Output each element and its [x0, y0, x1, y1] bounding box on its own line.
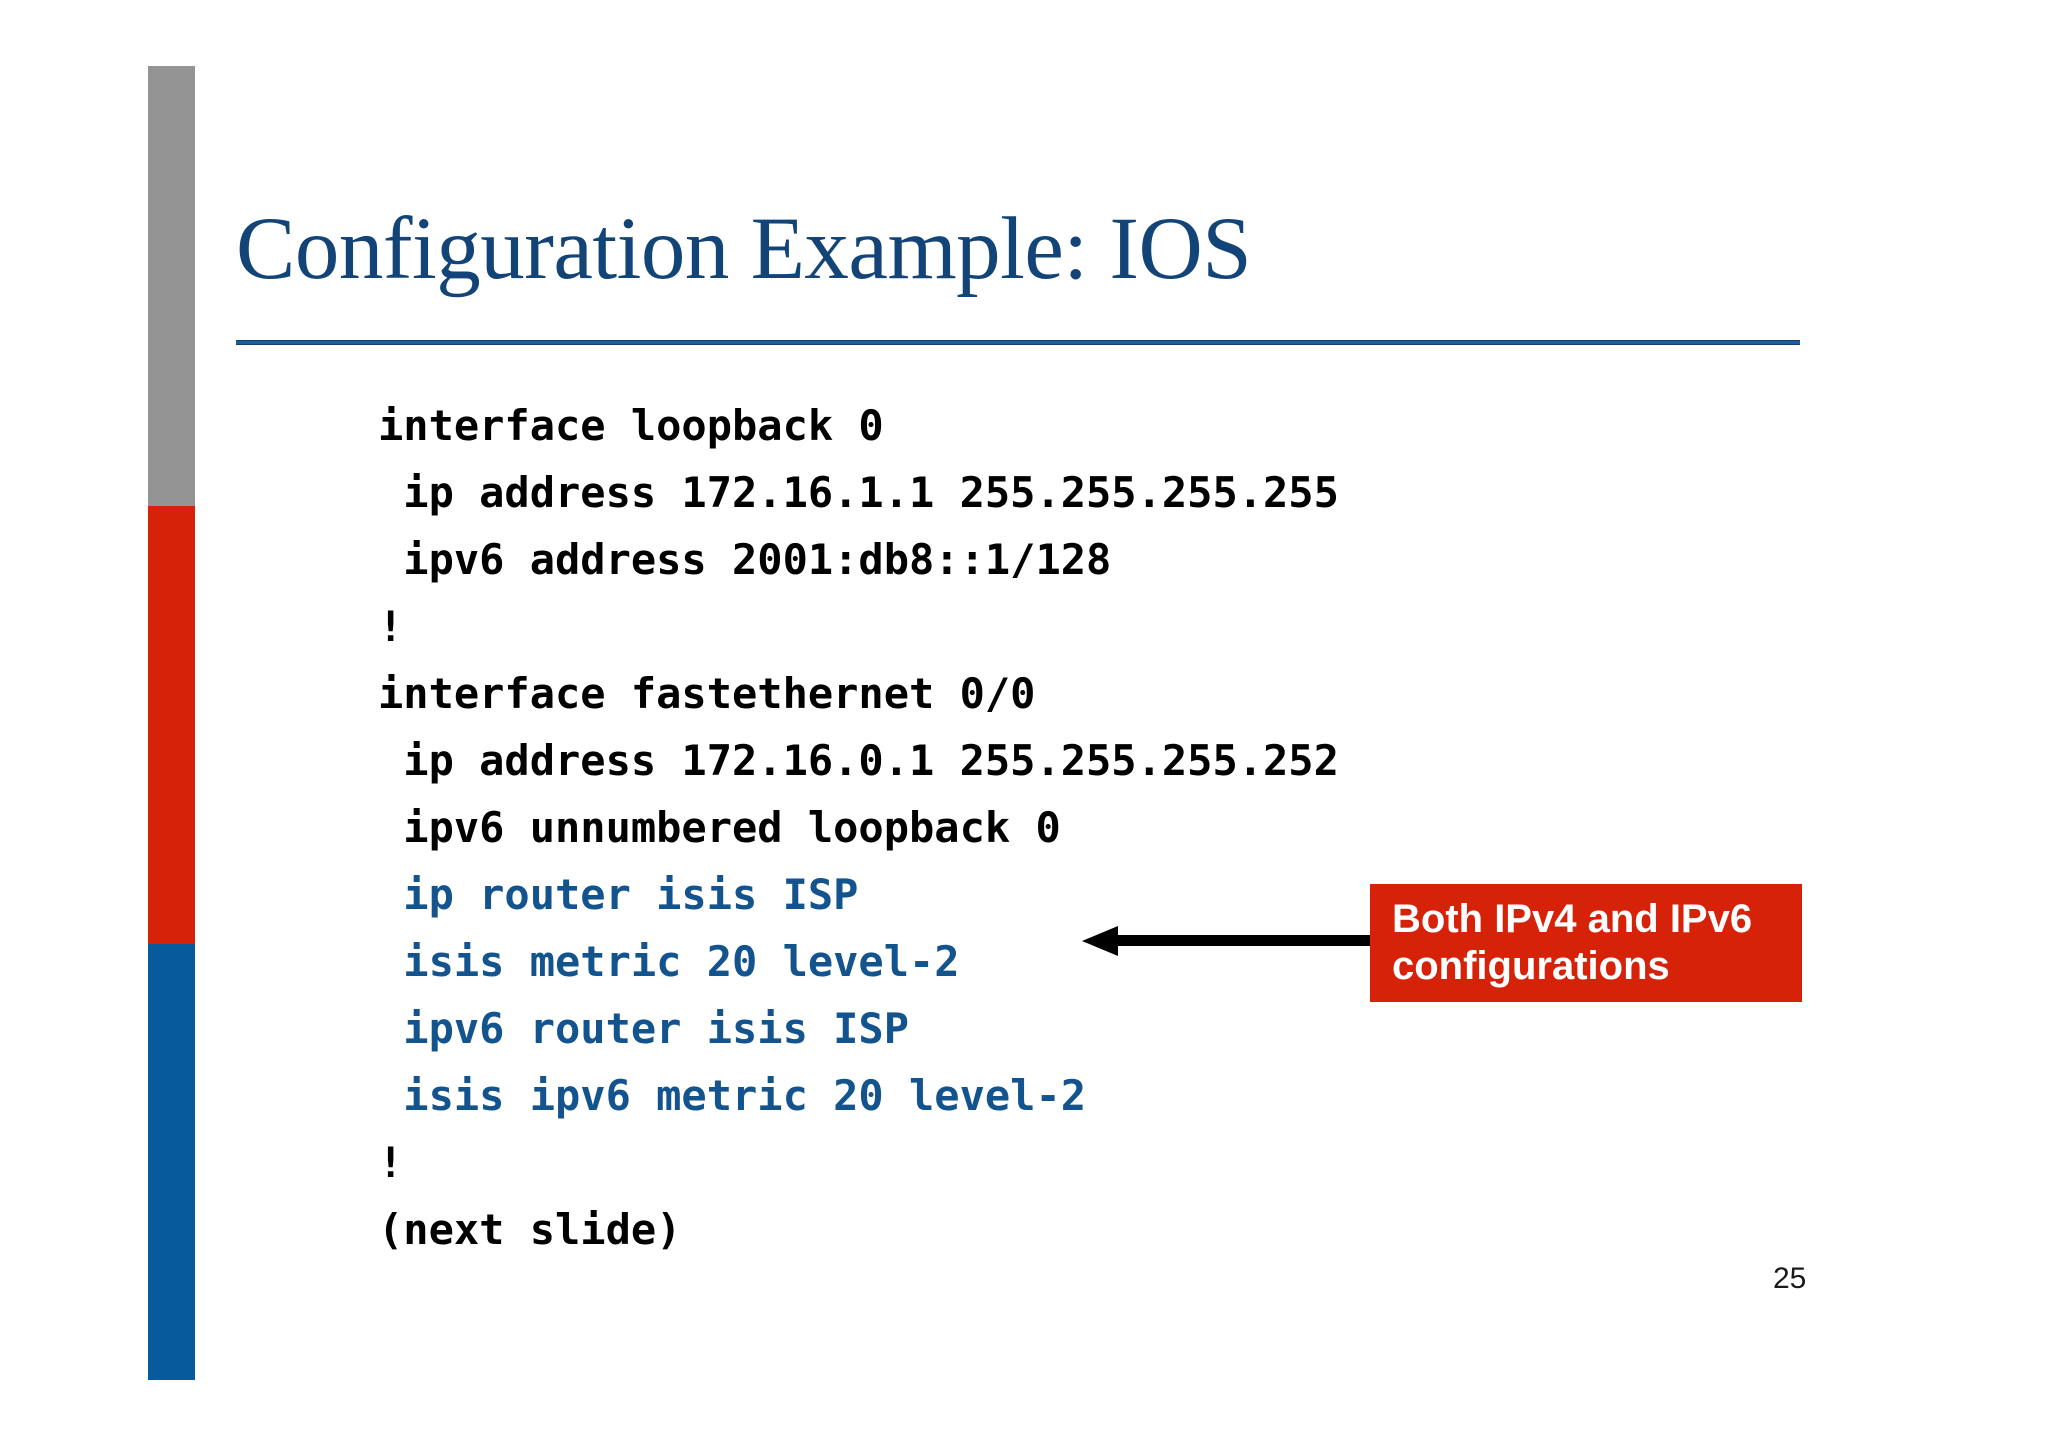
code-line: (next slide) [378, 1205, 682, 1254]
code-line: ip address 172.16.1.1 255.255.255.255 [378, 468, 1339, 517]
callout-label: Both IPv4 and IPv6 configurations [1392, 897, 1753, 988]
callout-arrow-icon [1082, 926, 1374, 956]
code-line: ip address 172.16.0.1 255.255.255.252 [378, 736, 1339, 785]
code-line: isis metric 20 level-2 [378, 937, 960, 986]
code-line: ! [378, 602, 404, 651]
callout-box: Both IPv4 and IPv6 configurations [1370, 884, 1802, 1002]
sidebar-gray-segment [148, 66, 195, 506]
code-line: interface loopback 0 [378, 401, 884, 450]
code-line: interface fastethernet 0/0 [378, 669, 1036, 718]
code-line: ipv6 unnumbered loopback 0 [378, 803, 1061, 852]
page-number: 25 [1773, 1262, 1807, 1295]
title-underline-rule [236, 340, 1800, 345]
page-title: Configuration Example: IOS [236, 200, 1252, 298]
code-line: ip router isis ISP [378, 870, 859, 919]
code-listing: interface loopback 0 ip address 172.16.1… [378, 392, 1339, 1263]
code-line: ipv6 address 2001:db8::1/128 [378, 535, 1112, 584]
code-line: ! [378, 1138, 404, 1187]
code-line: ipv6 router isis ISP [378, 1004, 910, 1053]
code-line: isis ipv6 metric 20 level-2 [378, 1071, 1087, 1120]
sidebar-red-segment [148, 506, 195, 944]
sidebar-blue-segment [148, 944, 195, 1380]
